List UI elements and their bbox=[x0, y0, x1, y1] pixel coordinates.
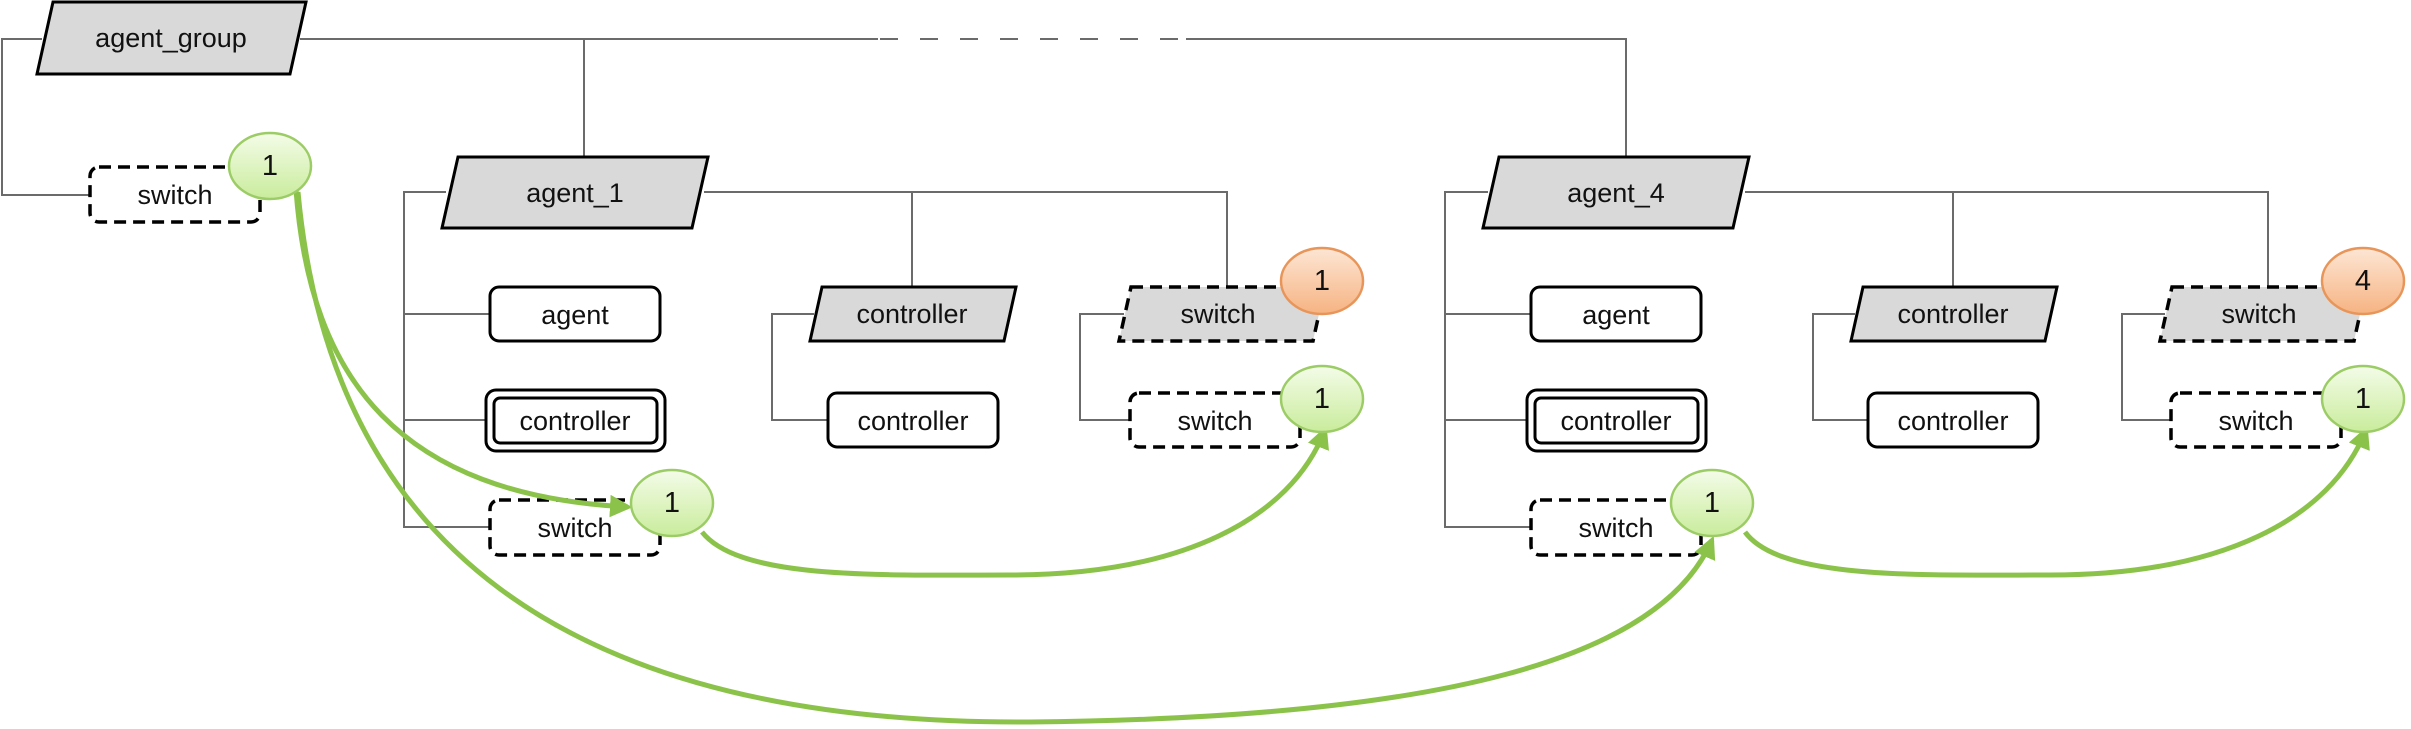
node-root-switch-label: switch bbox=[137, 180, 212, 210]
node-a1-switch-child-label: switch bbox=[1177, 406, 1252, 436]
arrow-root-to-a1-switch bbox=[293, 189, 633, 518]
node-a4-controller-group-label: controller bbox=[1897, 299, 2008, 329]
connector-a4-switch-child bbox=[2121, 313, 2171, 421]
propagation-arrows bbox=[293, 189, 2370, 725]
node-a1-controller-double-label: controller bbox=[519, 406, 630, 436]
badge-a1-switch-child: 1 bbox=[1279, 364, 1365, 434]
node-agent-1[interactable]: agent_1 bbox=[440, 155, 710, 230]
node-a1-controller-double[interactable]: controller bbox=[484, 388, 667, 453]
node-a1-controller-group-label: controller bbox=[856, 299, 967, 329]
badge-a4-switch: 1 bbox=[1669, 468, 1755, 538]
node-a1-switch-group[interactable]: switch bbox=[1116, 285, 1328, 343]
node-a4-switch-label: switch bbox=[1578, 513, 1653, 543]
node-a4-switch[interactable]: switch bbox=[1529, 498, 1703, 557]
node-a4-controller-group[interactable]: controller bbox=[1849, 285, 2059, 343]
tree-connectors bbox=[1, 38, 2269, 528]
connector-a1-switch-child bbox=[1079, 313, 1130, 421]
node-agent-1-label: agent_1 bbox=[526, 178, 624, 208]
node-a1-switch-label: switch bbox=[537, 513, 612, 543]
connector-top-bus-right bbox=[1186, 38, 1627, 157]
node-a4-switch-group[interactable]: switch bbox=[2157, 285, 2369, 343]
node-a1-switch-group-label: switch bbox=[1180, 299, 1255, 329]
node-a4-switch-group-label: switch bbox=[2221, 299, 2296, 329]
node-a1-controller-child-label: controller bbox=[857, 406, 968, 436]
badge-a4-switch-group-label: 4 bbox=[2355, 265, 2371, 297]
badge-a4-switch-child-label: 1 bbox=[2355, 383, 2371, 415]
node-a1-agent-label: agent bbox=[541, 300, 609, 330]
badge-root-switch-label: 1 bbox=[262, 150, 278, 182]
node-a1-controller-group[interactable]: controller bbox=[808, 285, 1018, 343]
badge-a4-switch-label: 1 bbox=[1704, 487, 1720, 519]
arrow-root-to-a4-switch bbox=[295, 191, 1716, 725]
node-a4-switch-child-label: switch bbox=[2218, 406, 2293, 436]
node-agent-group-label: agent_group bbox=[95, 23, 247, 53]
badge-a4-switch-child: 1 bbox=[2320, 364, 2406, 434]
connector-a1-ctrl-child bbox=[771, 313, 828, 421]
node-root-switch[interactable]: switch bbox=[88, 165, 262, 224]
node-a4-controller-child-label: controller bbox=[1897, 406, 2008, 436]
node-agent-group[interactable]: agent_group bbox=[35, 0, 308, 76]
node-a1-controller-child[interactable]: controller bbox=[826, 391, 1000, 449]
badge-a1-switch-child-label: 1 bbox=[1314, 383, 1330, 415]
node-a1-switch-child[interactable]: switch bbox=[1128, 391, 1302, 449]
node-agent-4-label: agent_4 bbox=[1567, 178, 1665, 208]
node-agent-4[interactable]: agent_4 bbox=[1481, 155, 1751, 230]
badge-a1-switch: 1 bbox=[629, 468, 715, 538]
arrow-a1-switch-to-switch-child bbox=[700, 425, 1329, 578]
arrow-a4-switch-to-switch-child bbox=[1742, 425, 2370, 578]
connector-a4-ctrl-child bbox=[1812, 313, 1868, 421]
connector-agent4-right bbox=[1745, 191, 2269, 288]
connector-agent1-left bbox=[403, 191, 490, 528]
badge-a1-switch-group: 1 bbox=[1279, 246, 1365, 316]
connector-agent4-left bbox=[1444, 191, 1531, 528]
badge-a1-switch-group-label: 1 bbox=[1314, 265, 1330, 297]
node-a4-switch-child[interactable]: switch bbox=[2169, 391, 2343, 449]
connector-agent1-right bbox=[704, 191, 1228, 288]
node-a4-agent[interactable]: agent bbox=[1529, 285, 1703, 343]
badge-a4-switch-group: 4 bbox=[2320, 246, 2406, 316]
badge-a1-switch-label: 1 bbox=[664, 487, 680, 519]
badge-root-switch: 1 bbox=[227, 131, 313, 201]
node-a4-controller-child[interactable]: controller bbox=[1866, 391, 2040, 449]
node-a4-controller-double[interactable]: controller bbox=[1525, 388, 1708, 453]
node-a4-controller-double-label: controller bbox=[1560, 406, 1671, 436]
connector-root-switch bbox=[1, 38, 92, 196]
node-a4-agent-label: agent bbox=[1582, 300, 1650, 330]
node-a1-agent[interactable]: agent bbox=[488, 285, 662, 343]
